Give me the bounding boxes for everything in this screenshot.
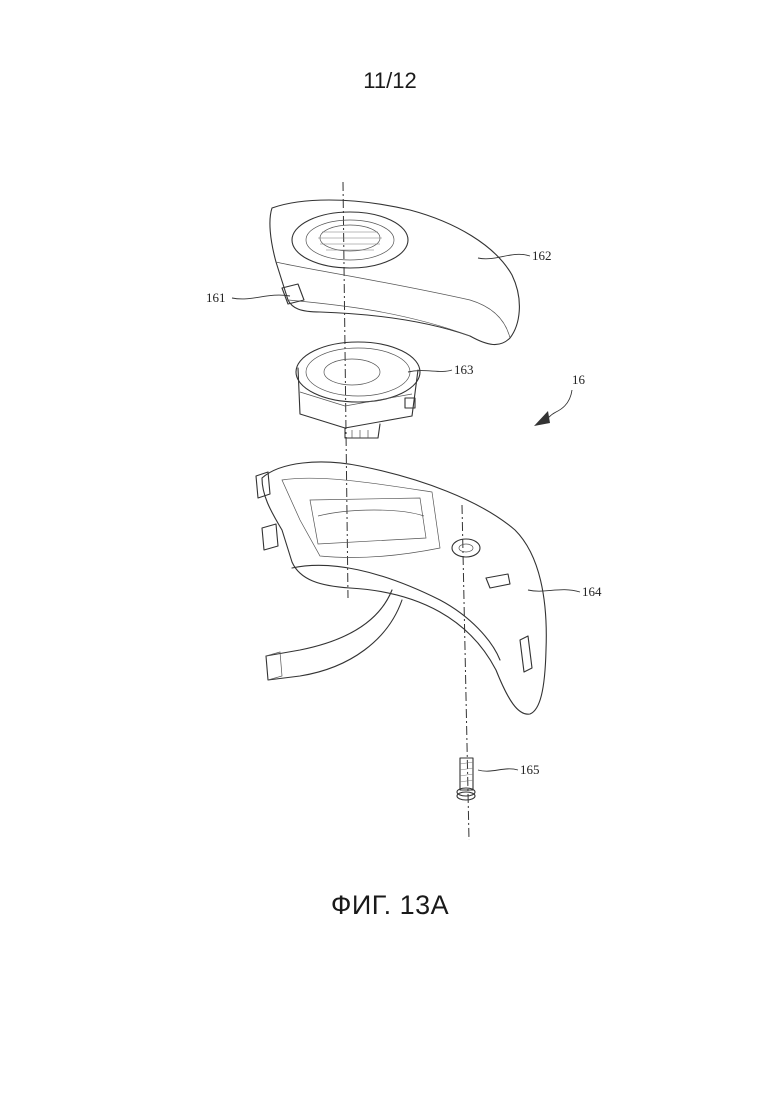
ref-label-163: 163 <box>454 362 474 377</box>
leader-162 <box>478 254 530 259</box>
leader-164 <box>528 590 580 592</box>
leader-165 <box>478 769 518 771</box>
leader-163 <box>408 370 452 372</box>
leader-161 <box>232 295 290 299</box>
ref-label-162: 162 <box>532 248 552 263</box>
assembly-axis-main <box>343 182 348 598</box>
figure-caption: ФИГ. 13A <box>0 890 780 921</box>
ref-label-161: 161 <box>206 290 226 305</box>
speaker-module-part <box>296 342 420 438</box>
assembly-arrowhead <box>534 411 550 426</box>
ref-label-16: 16 <box>572 372 586 387</box>
lower-housing-part <box>256 462 546 714</box>
top-cover-part <box>270 200 519 345</box>
ref-label-164: 164 <box>582 584 602 599</box>
screw-part <box>457 758 475 800</box>
ref-label-165: 165 <box>520 762 540 777</box>
